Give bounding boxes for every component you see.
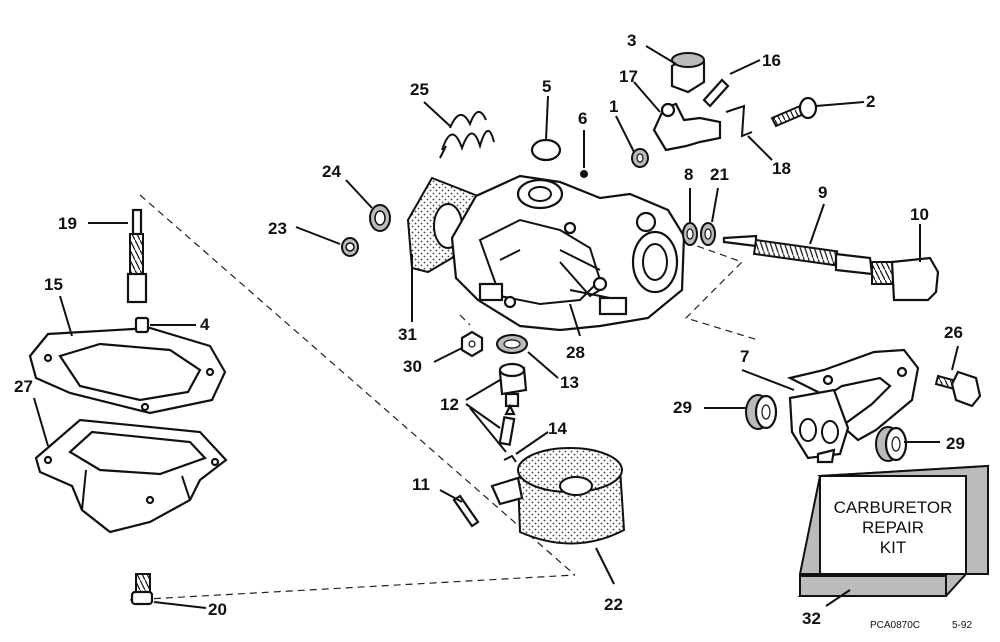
carburetor-body bbox=[450, 174, 686, 332]
seal-part-24 bbox=[369, 204, 391, 232]
kit-label-line1: CARBURETOR bbox=[834, 498, 953, 517]
callout-28: 28 bbox=[566, 343, 585, 362]
callout-labels: 1 2 3 16 17 18 5 6 25 24 23 31 8 21 9 10… bbox=[14, 31, 965, 628]
clip-part-14 bbox=[503, 454, 517, 463]
callout-3: 3 bbox=[627, 31, 636, 50]
callout-13: 13 bbox=[560, 373, 579, 392]
callout-23: 23 bbox=[268, 219, 287, 238]
callout-1: 1 bbox=[609, 97, 618, 116]
callout-9: 9 bbox=[818, 183, 827, 202]
kit-label-line3: KIT bbox=[880, 538, 906, 557]
callout-2: 2 bbox=[866, 92, 875, 111]
float-bowl-part-27 bbox=[34, 418, 228, 534]
nut-part-10 bbox=[871, 256, 940, 302]
bolt-part-26 bbox=[934, 370, 982, 408]
screw-part-2 bbox=[770, 96, 818, 128]
callout-6: 6 bbox=[578, 109, 587, 128]
callout-21: 21 bbox=[710, 165, 729, 184]
callout-30: 30 bbox=[403, 357, 422, 376]
float-part-22 bbox=[490, 447, 626, 545]
callout-31: 31 bbox=[398, 325, 417, 344]
callout-25: 25 bbox=[410, 80, 429, 99]
callout-15: 15 bbox=[44, 275, 63, 294]
callout-16: 16 bbox=[762, 51, 781, 70]
kit-label-line2: REPAIR bbox=[862, 518, 924, 537]
callout-11: 11 bbox=[412, 475, 430, 494]
grommet-part-29a bbox=[745, 394, 778, 430]
callout-7: 7 bbox=[740, 347, 749, 366]
callout-18: 18 bbox=[772, 159, 791, 178]
callout-17: 17 bbox=[619, 67, 638, 86]
washer-part-21 bbox=[700, 222, 716, 246]
callout-29-right: 29 bbox=[946, 434, 965, 453]
seat-part-13 bbox=[496, 334, 528, 354]
callout-26: 26 bbox=[944, 323, 963, 342]
callout-24: 24 bbox=[322, 162, 341, 181]
callout-14: 14 bbox=[548, 419, 567, 438]
nut-part-30 bbox=[460, 330, 484, 358]
ball-part-6 bbox=[580, 170, 588, 178]
callout-19: 19 bbox=[58, 214, 77, 233]
washer-part-1 bbox=[631, 148, 649, 168]
callout-5: 5 bbox=[542, 77, 551, 96]
needle-valve-part-12 bbox=[498, 403, 516, 446]
repair-kit-box-part-32: CARBURETOR REPAIR KIT bbox=[797, 464, 990, 597]
grommet-part-29b bbox=[875, 426, 908, 462]
spring-part-25 bbox=[439, 111, 495, 159]
plug-part-5 bbox=[530, 138, 562, 162]
washer-part-8 bbox=[682, 222, 698, 246]
diagram-date: 5-92 bbox=[952, 620, 972, 631]
leader-lines bbox=[33, 45, 959, 609]
seal-part-23 bbox=[341, 237, 359, 257]
callout-4: 4 bbox=[200, 315, 210, 334]
callout-20: 20 bbox=[208, 600, 227, 619]
seat-part-12 bbox=[498, 362, 528, 408]
assembly-guide-lines bbox=[129, 194, 759, 601]
bracket-part-7 bbox=[786, 348, 920, 464]
callout-32: 32 bbox=[802, 609, 821, 628]
needle-part-9 bbox=[722, 234, 874, 276]
screw-part-16 bbox=[702, 78, 730, 108]
screw-part-20 bbox=[130, 573, 154, 606]
screw-part-19 bbox=[126, 208, 148, 304]
clip-part-18 bbox=[725, 104, 753, 138]
callout-10: 10 bbox=[910, 205, 929, 224]
plug-part-4 bbox=[134, 316, 150, 334]
lever-part-17 bbox=[652, 102, 722, 152]
callout-12: 12 bbox=[440, 395, 459, 414]
callout-8: 8 bbox=[684, 165, 693, 184]
gasket-part-15 bbox=[28, 326, 227, 415]
callout-27: 27 bbox=[14, 377, 33, 396]
callout-22: 22 bbox=[604, 595, 623, 614]
cap-part-3 bbox=[670, 52, 706, 94]
diagram-code: PCA0870C bbox=[870, 620, 920, 631]
callout-29-left: 29 bbox=[673, 398, 692, 417]
